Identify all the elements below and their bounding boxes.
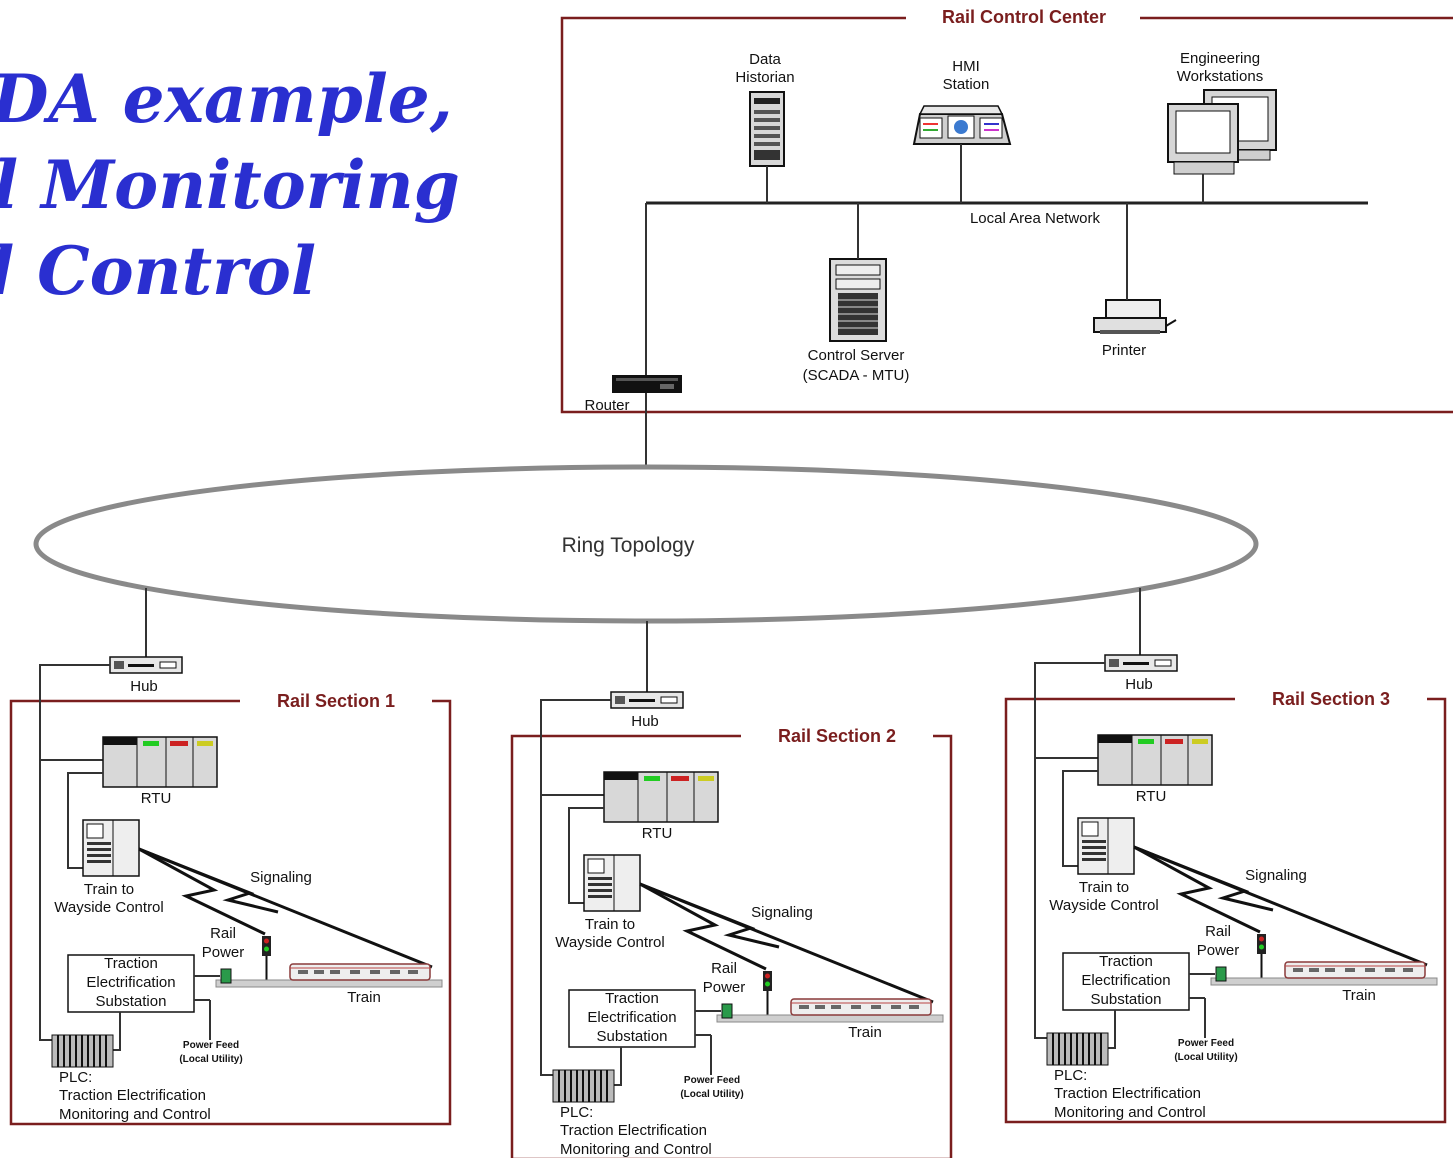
engineering-label-2: Workstations <box>1177 68 1263 85</box>
rail-section-3: Hub Rail Section 3 RTU Train to Wayside … <box>1004 653 1447 1124</box>
hub-label: Hub <box>130 678 158 695</box>
plc-label-3: Monitoring and Control <box>1054 1104 1206 1121</box>
control-server-label-2: (SCADA - MTU) <box>803 367 910 384</box>
substation-label-3: Substation <box>96 993 167 1010</box>
rail-power-label-2: Power <box>1197 942 1240 959</box>
rail-power-label-1: Rail <box>1205 923 1231 940</box>
data-historian-label-1: Data <box>749 51 781 68</box>
train-label: Train <box>1342 987 1376 1004</box>
data-historian-label-2: Historian <box>735 69 794 86</box>
hmi-label-2: Station <box>943 76 990 93</box>
power-feed-label-1: Power Feed <box>1178 1038 1234 1049</box>
rtu-label: RTU <box>1136 788 1167 805</box>
control-center-frame <box>560 16 1453 414</box>
power-feed-label-2: (Local Utility) <box>1174 1052 1237 1063</box>
substation-label-3: Substation <box>1091 991 1162 1008</box>
slide-title: ADA example, il Monitoring d Control <box>0 56 500 314</box>
rail-section-label: Rail Section 2 <box>778 726 896 746</box>
substation-label-1: Traction <box>104 955 158 972</box>
hmi-label-1: HMI <box>952 58 980 75</box>
substation-label-2: Electrification <box>86 974 175 991</box>
substation-label-3: Substation <box>597 1028 668 1045</box>
rail-power-label-1: Rail <box>711 960 737 977</box>
substation-label-1: Traction <box>605 990 659 1007</box>
power-feed-label-1: Power Feed <box>183 1040 239 1051</box>
power-feed-label-2: (Local Utility) <box>179 1054 242 1065</box>
router-icon <box>612 375 682 393</box>
wayside-label-1: Train to <box>1079 879 1129 896</box>
signaling-label: Signaling <box>751 904 813 921</box>
data-historian-icon <box>749 91 785 167</box>
control-center-label: Rail Control Center <box>942 7 1106 27</box>
wayside-label-2: Wayside Control <box>555 934 664 951</box>
rail-section-label: Rail Section 3 <box>1272 689 1390 709</box>
control-center: Rail Control Center Local Area Network D… <box>560 7 1453 468</box>
control-server-label-1: Control Server <box>808 347 905 364</box>
signaling-label: Signaling <box>250 869 312 886</box>
engineering-label-1: Engineering <box>1180 50 1260 67</box>
substation-label-1: Traction <box>1099 953 1153 970</box>
plc-label-1: PLC: <box>1054 1067 1087 1084</box>
hub-label: Hub <box>631 713 659 730</box>
power-feed-label-2: (Local Utility) <box>680 1089 743 1100</box>
plc-label-1: PLC: <box>560 1104 593 1121</box>
wayside-label-2: Wayside Control <box>54 899 163 916</box>
plc-label-2: Traction Electrification <box>560 1122 707 1139</box>
title-line-2: il Monitoring <box>0 146 460 224</box>
ring-label: Ring Topology <box>562 534 695 557</box>
power-feed-label-1: Power Feed <box>684 1075 740 1086</box>
train-label: Train <box>347 989 381 1006</box>
rtu-label: RTU <box>141 790 172 807</box>
rail-section-2: Hub Rail Section 2 RTU Train to Wayside … <box>510 690 953 1158</box>
rail-power-label-2: Power <box>202 944 245 961</box>
plc-label-1: PLC: <box>59 1069 92 1086</box>
wayside-label-1: Train to <box>585 916 635 933</box>
lan-label: Local Area Network <box>970 210 1101 227</box>
plc-label-2: Traction Electrification <box>59 1087 206 1104</box>
substation-label-2: Electrification <box>587 1009 676 1026</box>
substation-label-2: Electrification <box>1081 972 1170 989</box>
wayside-label-2: Wayside Control <box>1049 897 1158 914</box>
title-line-1: ADA example, <box>0 60 453 138</box>
engineering-workstations-icon <box>1167 89 1277 175</box>
title-line-3: d Control <box>0 232 317 310</box>
plc-label-3: Monitoring and Control <box>560 1141 712 1158</box>
printer-label: Printer <box>1102 342 1146 359</box>
control-server-icon <box>829 258 887 342</box>
wayside-label-1: Train to <box>84 881 134 898</box>
rtu-label: RTU <box>642 825 673 842</box>
signaling-label: Signaling <box>1245 867 1307 884</box>
plc-label-3: Monitoring and Control <box>59 1106 211 1123</box>
rail-power-label-1: Rail <box>210 925 236 942</box>
hmi-station-icon <box>912 105 1012 145</box>
rail-power-label-2: Power <box>703 979 746 996</box>
train-label: Train <box>848 1024 882 1041</box>
router-label: Router <box>584 397 629 414</box>
printer-icon <box>1093 299 1177 334</box>
plc-label-2: Traction Electrification <box>1054 1085 1201 1102</box>
rail-section-1: Hub Rail Section 1 RTU Train to Wayside … <box>9 655 452 1126</box>
rail-section-label: Rail Section 1 <box>277 691 395 711</box>
hub-label: Hub <box>1125 676 1153 693</box>
